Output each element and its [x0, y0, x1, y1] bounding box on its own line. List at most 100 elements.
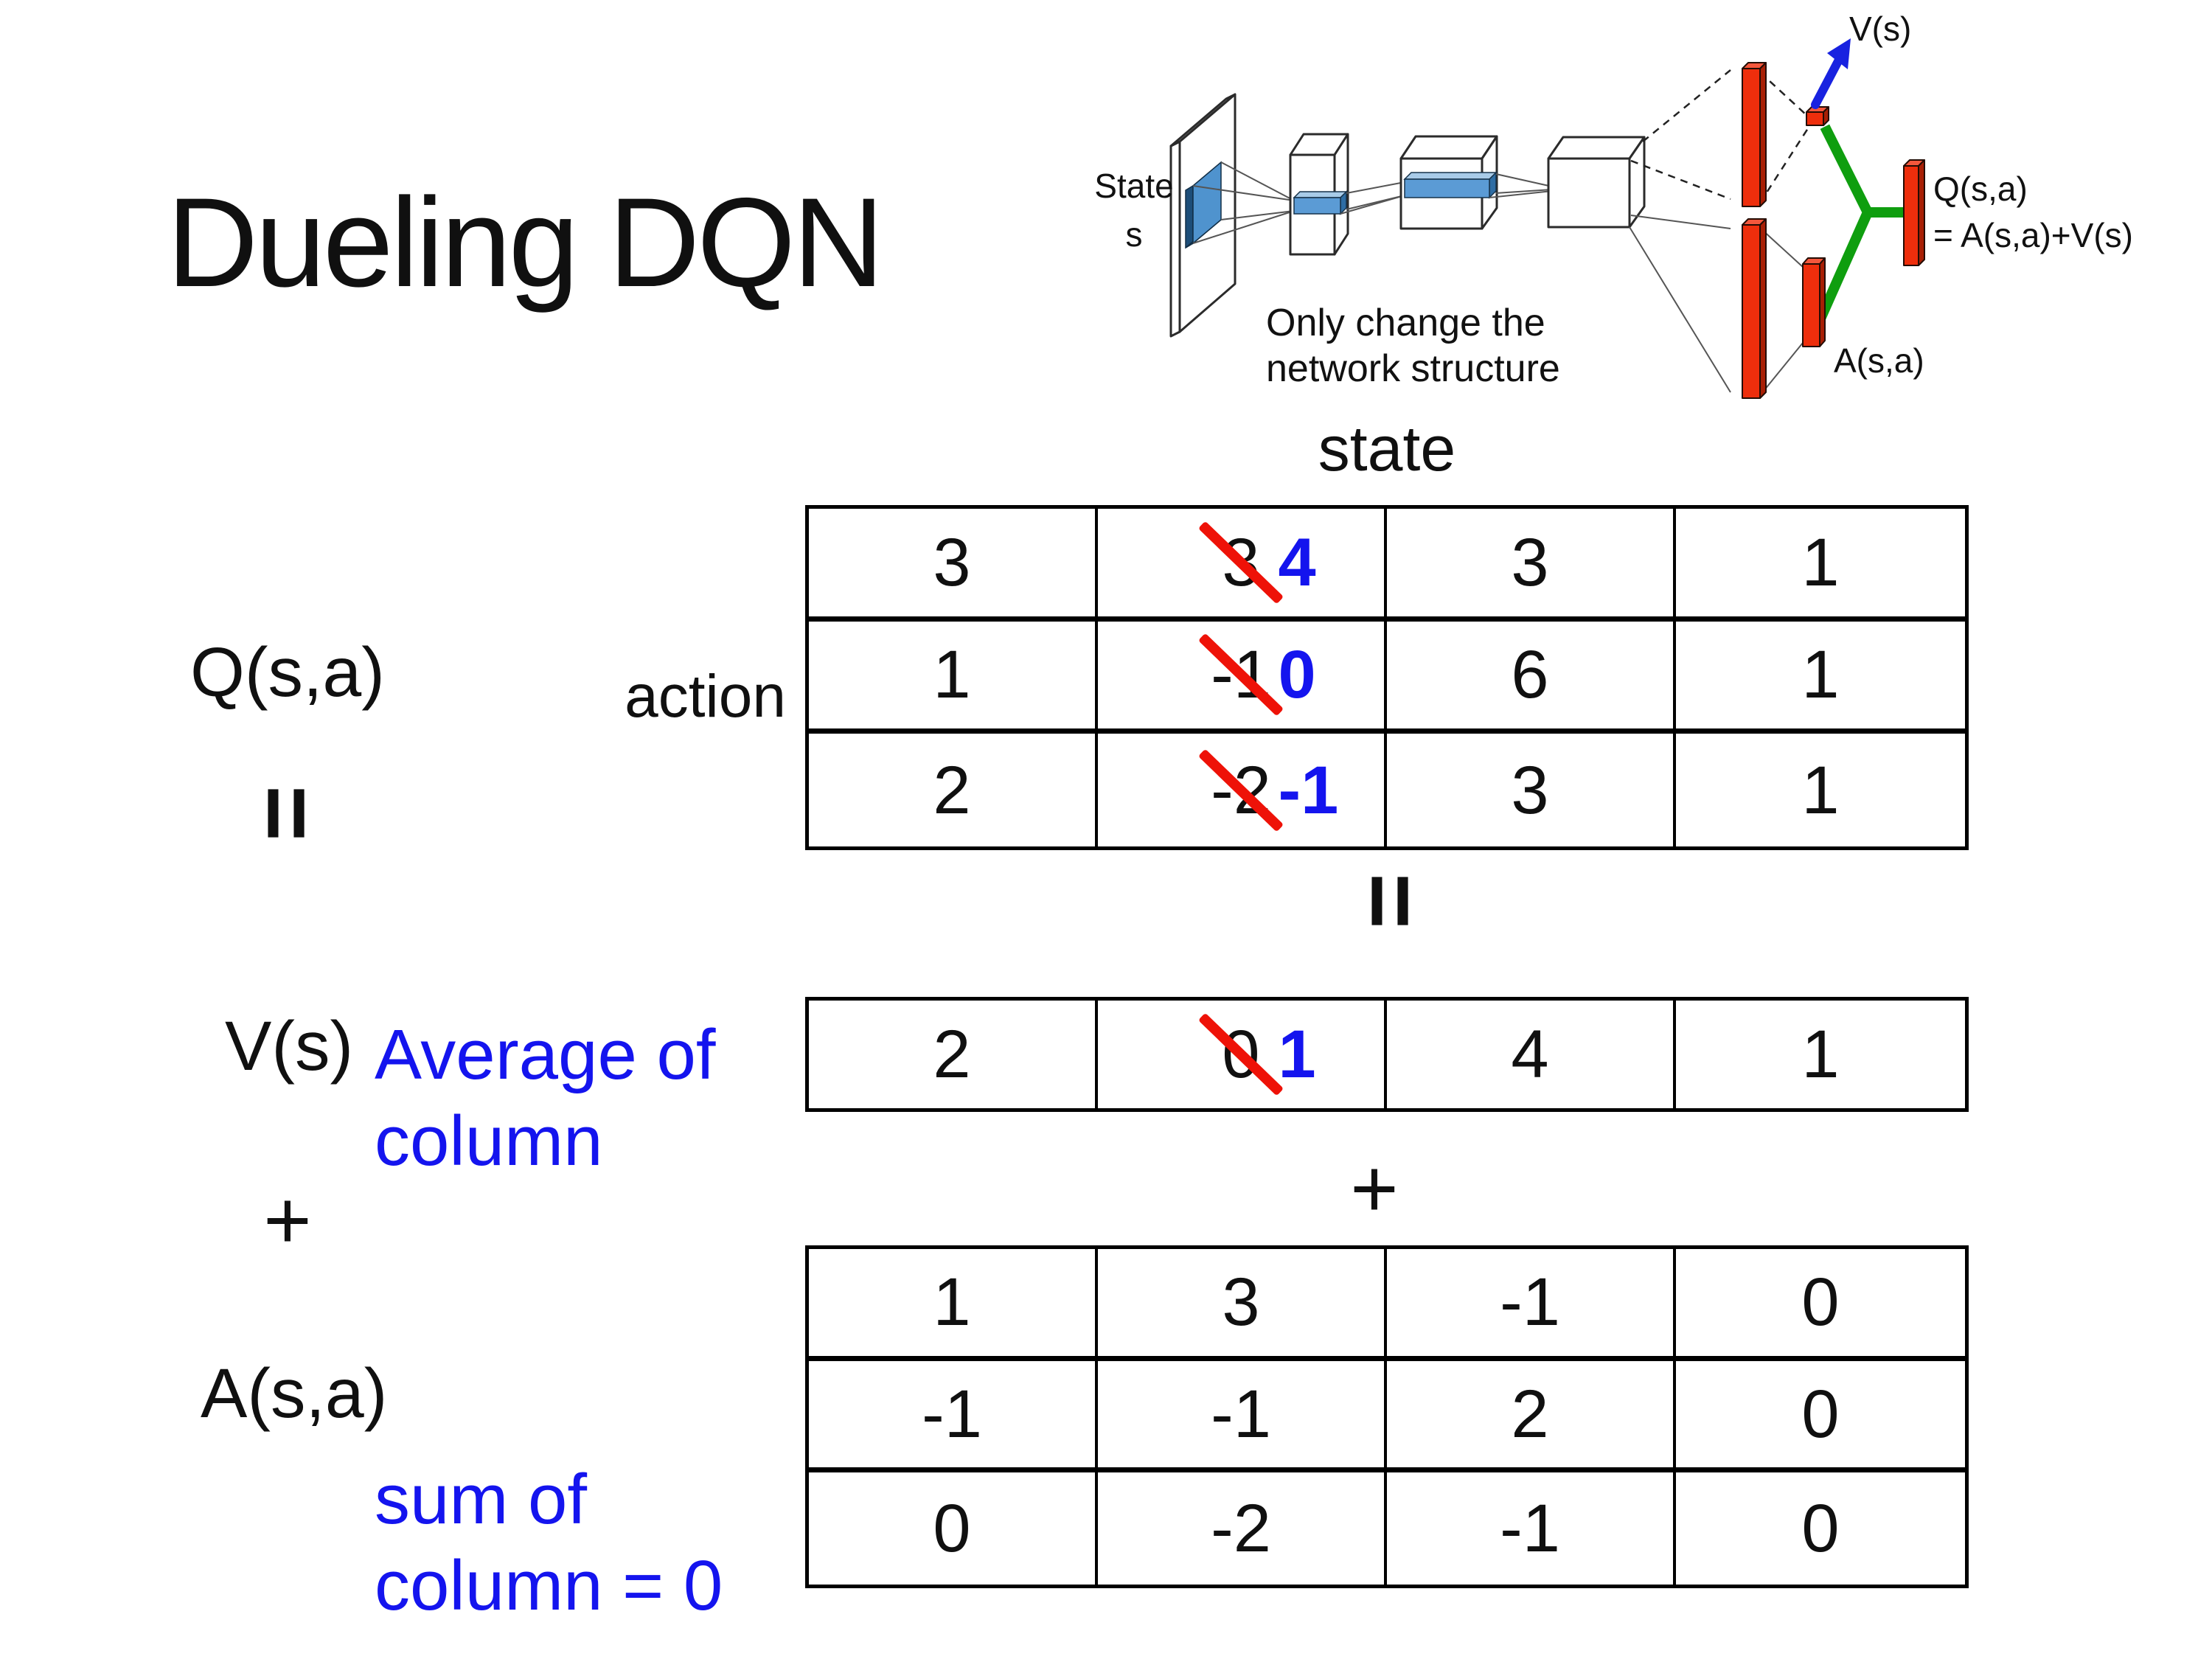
cell-value: 1	[1801, 637, 1840, 713]
cell-value: 1	[933, 1265, 971, 1340]
slide-title: Dueling DQN	[167, 172, 884, 313]
matrix-cell: 2	[809, 734, 1098, 846]
matrix-cell: 2	[1387, 1360, 1676, 1473]
cell-value: 3	[933, 524, 971, 600]
cell-value: 3	[1511, 524, 1549, 600]
a-vector-side	[1819, 257, 1826, 347]
cell-value: 0	[1801, 1376, 1840, 1452]
conv-line	[1489, 190, 1553, 198]
action-row-label: action	[625, 663, 786, 730]
cell-value: 1	[1801, 524, 1840, 600]
diagram-q-label-line1: Q(s,a)	[1933, 170, 2028, 208]
cell-value: 3	[1222, 1265, 1260, 1340]
fan-dashed-line	[1642, 69, 1731, 142]
strike-mark	[1197, 1012, 1284, 1096]
sum-note-line1: sum of	[375, 1460, 588, 1539]
cell-value: 6	[1511, 637, 1549, 713]
fc-box-top	[1547, 136, 1646, 160]
fan-line	[1760, 228, 1804, 268]
cell-new-value: 0	[1278, 637, 1316, 713]
diagram-note-line1: Only change the	[1266, 302, 1545, 344]
q-output-bar	[1903, 165, 1919, 266]
conv-line	[1220, 161, 1295, 201]
matrix-cell: 1	[1676, 622, 1965, 734]
sum-of-column-note: sum of column = 0	[375, 1456, 723, 1629]
cell-value: -2	[1211, 1491, 1271, 1567]
cell-new-value: -1	[1278, 752, 1339, 828]
matrix-cell: -1	[809, 1360, 1098, 1473]
matrix-cell: 2	[809, 1001, 1098, 1108]
cell-value: 3	[1197, 521, 1284, 605]
merge-connector	[1814, 124, 1910, 324]
average-note-line1: Average of	[375, 1015, 716, 1094]
cell-value: -1	[1500, 1265, 1560, 1340]
plus-left: +	[263, 1174, 312, 1267]
cell-value: -1	[1500, 1491, 1560, 1567]
fan-dashed-line	[1630, 159, 1731, 201]
diagram-q-label-line2: = A(s,a)+V(s)	[1933, 216, 2133, 254]
feature-slab1	[1293, 197, 1341, 215]
conv-line	[1495, 189, 1553, 194]
q-matrix-label: Q(s,a)	[190, 633, 385, 712]
matrix-cell: 4	[1387, 1001, 1676, 1108]
fan-line	[1630, 215, 1731, 229]
cell-value: 1	[933, 637, 971, 713]
cell-value: 2	[933, 1017, 971, 1092]
cell-value: 3	[1511, 752, 1549, 828]
matrix-cell: 3	[1387, 509, 1676, 622]
a-vector	[1802, 263, 1820, 347]
average-note-line2: column	[375, 1102, 603, 1180]
cell-value: -1	[1211, 1376, 1271, 1452]
matrix-cell: 6	[1387, 621, 1676, 734]
v-stream-bar	[1742, 68, 1761, 207]
fan-dashed-line	[1759, 123, 1812, 204]
v-arrow-head	[1827, 38, 1851, 69]
diagram-note-line2: network structure	[1266, 347, 1560, 390]
cell-value: -1	[1197, 633, 1284, 717]
matrix-cell: -1	[1387, 1249, 1676, 1361]
cell-value: 2	[933, 752, 971, 828]
matrix-cell: 3	[1098, 1249, 1387, 1361]
matrix-cell: 0	[809, 1472, 1098, 1585]
matrix-cell: -1	[1098, 1360, 1387, 1473]
matrix-cell: 3	[809, 509, 1098, 622]
matrix-cell: 1	[809, 1249, 1098, 1361]
matrix-cell: 1	[809, 621, 1098, 734]
matrix-cell: 3	[1387, 734, 1676, 846]
diagram-a-label: A(s,a)	[1834, 341, 1924, 380]
feature-slab1-top	[1293, 191, 1348, 198]
cell-value: 1	[1801, 752, 1840, 828]
a-stream-bar-side	[1759, 218, 1767, 399]
v-arrow	[1811, 57, 1843, 109]
cell-value: 0	[1801, 1491, 1840, 1567]
conv-line	[1192, 210, 1295, 244]
cell-value: 0	[1197, 1012, 1284, 1096]
matrix-cell: -10	[1098, 621, 1387, 734]
equals-center: =	[1338, 873, 1445, 929]
plus-center: +	[1350, 1142, 1399, 1235]
feature-slab2-top	[1403, 172, 1498, 180]
matrix-cell: 1	[1676, 734, 1965, 846]
fc-box	[1547, 157, 1631, 229]
conv-line	[1340, 195, 1405, 215]
matrix-cell: -2	[1098, 1472, 1387, 1585]
average-of-column-note: Average of column	[375, 1012, 716, 1184]
matrix-cell: 0	[1676, 1249, 1965, 1361]
v-matrix-label: V(s)	[225, 1007, 354, 1085]
cell-value: -2	[1197, 748, 1284, 832]
matrix-cell: 34	[1098, 509, 1387, 622]
network-diagram: State s Only change the network structur…	[1094, 10, 2133, 399]
conv-line	[1495, 173, 1553, 187]
v-table: 20141	[805, 997, 1969, 1112]
strike-mark	[1197, 633, 1284, 717]
cell-value: 0	[1801, 1265, 1840, 1340]
strike-mark	[1197, 748, 1284, 832]
matrix-cell: 0	[1676, 1361, 1965, 1473]
conv-line	[1346, 181, 1405, 194]
conv-box2-top	[1399, 135, 1498, 160]
cell-value: 4	[1511, 1017, 1549, 1092]
cell-new-value: 4	[1278, 524, 1316, 600]
v-scalar	[1806, 111, 1824, 126]
